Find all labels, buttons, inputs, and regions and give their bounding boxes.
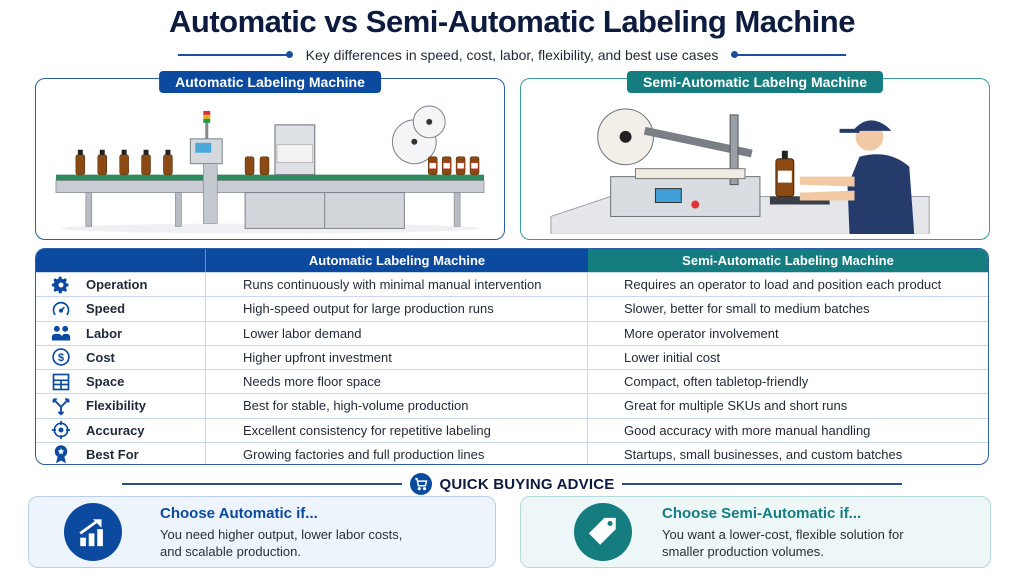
row-label: Flexibility (86, 398, 146, 414)
semi-automatic-machine-panel: Semi-Automatic Labelng Machine (520, 71, 990, 240)
automatic-cell: Needs more floor space (206, 370, 588, 394)
table-row: Accuracy Excellent consistency for repet… (36, 417, 988, 442)
table-row: Space Needs more floor space Compact, of… (36, 369, 988, 394)
semi-automatic-cell: Startups, small businesses, and custom b… (624, 446, 903, 462)
table-row: Flexibility Best for stable, high-volume… (36, 393, 988, 418)
advice-card-automatic: Choose Automatic if... You need higher o… (28, 496, 496, 568)
advice-section-header: QUICK BUYING ADVICE (0, 473, 1024, 495)
semi-automatic-cell: Requires an operator to load and positio… (624, 277, 942, 293)
automatic-cell: Excellent consistency for repetitive lab… (206, 418, 588, 442)
row-label: Accuracy (86, 422, 145, 438)
row-label: Best For (86, 446, 139, 462)
row-label-cell: $ Cost (36, 345, 206, 369)
row-label: Operation (86, 277, 148, 293)
subtitle-row: Key differences in speed, cost, labor, f… (0, 47, 1024, 63)
people-icon (36, 323, 86, 343)
automatic-cell: Lower labor demand (206, 321, 588, 345)
table-header: Automatic Labeling Machine Semi-Automati… (36, 249, 988, 272)
award-icon (36, 444, 86, 464)
automatic-panel-tag: Automatic Labeling Machine (159, 71, 381, 93)
semi-automatic-cell: Slower, better for small to medium batch… (624, 301, 870, 317)
dollar-icon: $ (36, 347, 86, 367)
automatic-cell: Best for stable, high-volume production (206, 394, 588, 418)
advice-card-body: You want a lower-cost, flexible solution… (662, 526, 904, 559)
table-row: Operation Runs continuously with minimal… (36, 272, 988, 297)
semi-automatic-cell: Good accuracy with more manual handling (624, 422, 871, 438)
divider (177, 51, 293, 58)
automatic-labeling-line-illustration (55, 105, 485, 234)
row-label-cell: Speed (36, 297, 206, 321)
split-arrows-icon (36, 396, 86, 416)
header-semi-automatic: Semi-Automatic Labeling Machine (588, 249, 988, 272)
grid-icon (36, 372, 86, 392)
semi-automatic-cell: Great for multiple SKUs and short runs (624, 398, 848, 414)
gear-icon (36, 275, 86, 295)
row-label-cell: Operation (36, 273, 206, 297)
semi-automatic-cell: Compact, often tabletop-friendly (624, 374, 809, 390)
table-row: Speed High-speed output for large produc… (36, 296, 988, 321)
divider (731, 51, 847, 58)
row-label: Speed (86, 301, 126, 317)
advice-card-text: Choose Semi-Automatic if... You want a l… (662, 505, 922, 560)
row-label: Space (86, 374, 125, 390)
row-label-cell: Best For (36, 442, 206, 464)
cart-icon (409, 473, 432, 495)
advice-card-text: Choose Automatic if... You need higher o… (160, 505, 420, 560)
page-title: Automatic vs Semi-Automatic Labeling Mac… (169, 4, 855, 39)
semi-automatic-cell: Lower initial cost (624, 349, 721, 365)
header-blank-cell (36, 249, 206, 272)
advice-card-semi-automatic: Choose Semi-Automatic if... You want a l… (520, 496, 991, 568)
semi-automatic-labeler-illustration (550, 108, 930, 235)
growth-chart-icon (64, 503, 122, 561)
header-automatic: Automatic Labeling Machine (206, 249, 588, 272)
row-label: Labor (86, 325, 123, 341)
semi-panel-tag: Semi-Automatic Labelng Machine (626, 71, 884, 93)
row-label-cell: Labor (36, 321, 206, 345)
automatic-cell: High-speed output for large production r… (206, 297, 588, 321)
advice-title: QUICK BUYING ADVICE (439, 475, 615, 493)
page-subtitle: Key differences in speed, cost, labor, f… (305, 47, 719, 63)
row-label-cell: Flexibility (36, 394, 206, 418)
row-label-cell: Accuracy (36, 418, 206, 442)
divider (622, 483, 903, 485)
semi-automatic-cell: More operator involvement (624, 325, 779, 341)
automatic-cell: Runs continuously with minimal manual in… (206, 273, 588, 297)
row-label: Cost (86, 349, 115, 365)
advice-card-title: Choose Semi-Automatic if... (662, 504, 862, 522)
row-label-cell: Space (36, 370, 206, 394)
speedometer-icon (36, 299, 86, 319)
divider (121, 483, 402, 485)
comparison-table: Automatic Labeling Machine Semi-Automati… (35, 248, 989, 465)
automatic-cell: Growing factories and full production li… (206, 442, 588, 464)
tag-icon (574, 503, 632, 561)
advice-heading: QUICK BUYING ADVICE (402, 473, 623, 495)
advice-card-body: You need higher output, lower labor cost… (160, 526, 403, 559)
automatic-cell: Higher upfront investment (206, 345, 588, 369)
table-row: Best For Growing factories and full prod… (36, 441, 988, 464)
table-row: Labor Lower labor demand More operator i… (36, 320, 988, 345)
advice-card-title: Choose Automatic if... (160, 504, 318, 522)
automatic-machine-panel: Automatic Labeling Machine (35, 71, 505, 240)
target-icon (36, 420, 86, 440)
svg-text:$: $ (58, 353, 64, 365)
table-row: $ Cost Higher upfront investment Lower i… (36, 344, 988, 369)
